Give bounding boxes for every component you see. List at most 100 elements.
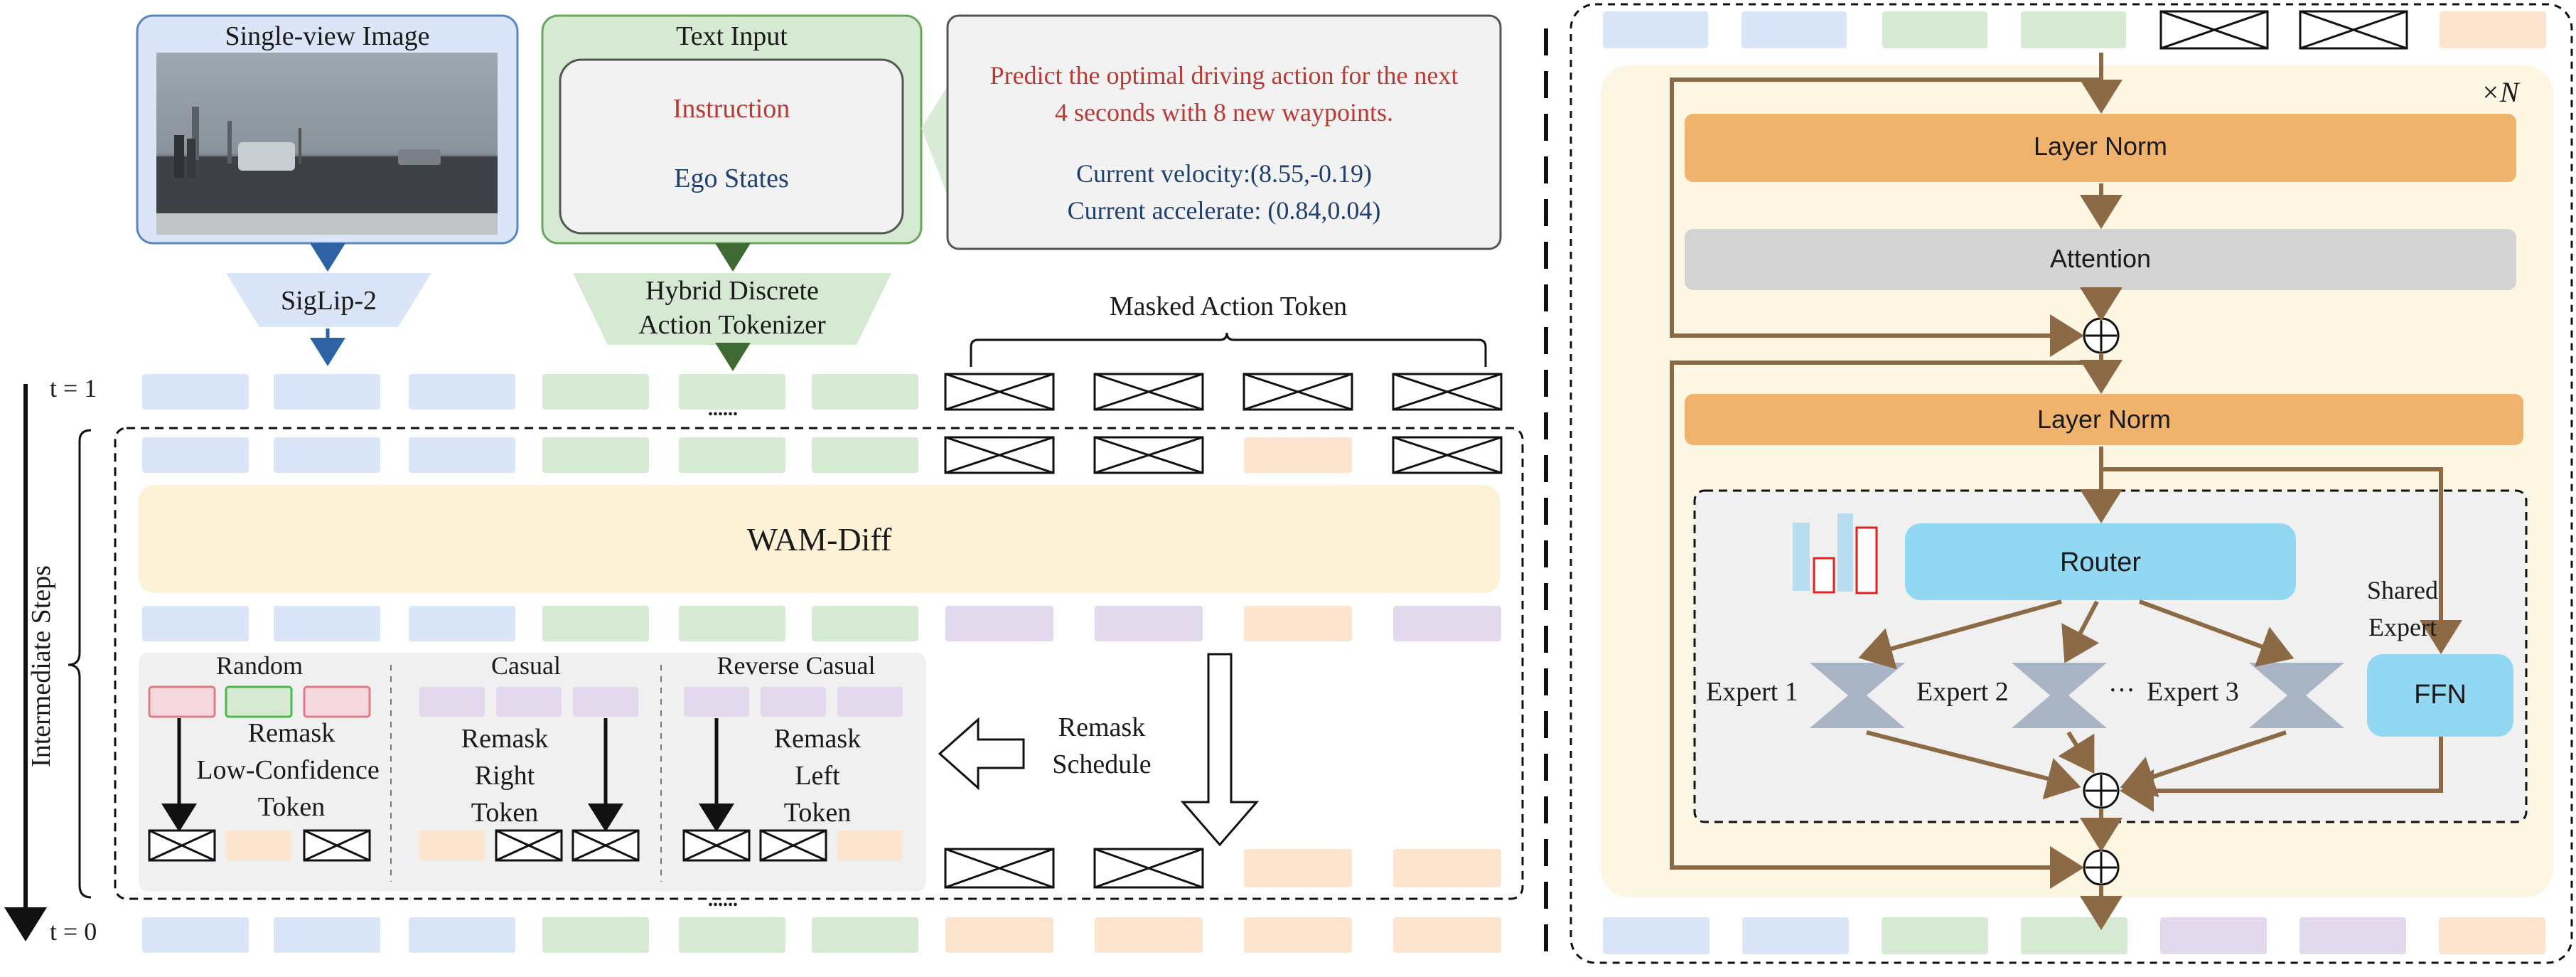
reverse-bottom-token <box>759 829 827 862</box>
text-input-title: Text Input <box>676 21 788 51</box>
dots-bottom: ...... <box>708 889 738 911</box>
token-row-predicted-token <box>812 606 918 641</box>
token-row-step-action-token <box>1392 436 1503 474</box>
tokenizer-label-line2: Action Tokenizer <box>638 310 826 340</box>
right-output-token <box>2439 917 2545 954</box>
layer-norm-1-label: Layer Norm <box>2033 132 2168 161</box>
casual-bottom-token <box>495 829 563 862</box>
strategy-reverse-line2: Left <box>795 761 840 791</box>
random-bottom-token <box>226 831 291 860</box>
expert-2-label: Expert 2 <box>1916 677 2009 707</box>
attention-block <box>1685 229 2516 290</box>
wam-diff-bar <box>139 485 1500 593</box>
repeat-n-label: ×N <box>2481 76 2519 108</box>
masked-action-token-label: Masked Action Token <box>1109 292 1348 321</box>
expert-ellipsis: ··· <box>2108 676 2135 705</box>
token-row-step-action-token <box>1093 436 1204 474</box>
token-row-t1-token <box>409 374 515 410</box>
shared-expert-line1: Shared <box>2367 576 2438 604</box>
tokenizer-label-line1: Hybrid Discrete <box>645 276 819 306</box>
t0-label: t = 0 <box>50 917 97 946</box>
expert-3-label: Expert 3 <box>2147 677 2239 707</box>
casual-top-token <box>496 687 562 717</box>
token-row-step-token <box>142 437 249 473</box>
callout-accelerate: Current accelerate: (0.84,0.04) <box>1067 196 1381 225</box>
instruction-label: Instruction <box>672 94 790 124</box>
token-row-t1-token <box>142 374 249 410</box>
callout-prompt-line2: 4 seconds with 8 new waypoints. <box>1055 98 1393 127</box>
text-input-inner <box>559 58 904 235</box>
right-input-token <box>1882 11 1987 48</box>
wam-diff-label: WAM-Diff <box>746 521 892 557</box>
token-row-t1-action-token <box>1093 373 1204 411</box>
token-row-t0-token <box>812 917 918 953</box>
right-output-token <box>1742 917 1849 954</box>
router-block <box>1905 523 2296 600</box>
right-input-token <box>1742 11 1847 48</box>
token-row-predicted-token <box>142 606 249 641</box>
attention-label: Attention <box>2049 244 2152 273</box>
dots-top: ...... <box>708 398 738 420</box>
token-row-remasked-action-token <box>1244 849 1352 887</box>
right-output-token <box>1603 917 1710 954</box>
masked-action-brace <box>970 332 1487 367</box>
reverse-bottom-token <box>837 831 903 860</box>
token-row-t0-action-token <box>1393 917 1501 953</box>
strategy-casual-line1: Remask <box>461 724 549 754</box>
reverse-bottom-token <box>682 829 751 862</box>
right-output-token <box>1882 917 1988 954</box>
token-row-step-token <box>542 437 649 473</box>
token-row-step-action-token <box>944 436 1055 474</box>
token-row-t0-action-token <box>1244 917 1352 953</box>
strategy-casual-line3: Token <box>471 798 539 828</box>
residual-add-1 <box>2083 317 2120 354</box>
right-outer-frame <box>1569 3 2573 964</box>
reverse-top-token <box>761 687 826 717</box>
token-row-t1-token <box>542 374 649 410</box>
casual-top-token <box>573 687 638 717</box>
token-row-t0-token <box>679 917 785 953</box>
token-row-predicted-action-token <box>1393 606 1501 641</box>
reverse-top-token <box>837 687 903 717</box>
token-row-t1-token <box>679 374 785 410</box>
hollow-down-arrow <box>1180 653 1260 847</box>
layer-norm-2-label: Layer Norm <box>2036 405 2172 434</box>
intermediate-region <box>114 427 1524 900</box>
strategy-reverse-title: Reverse Casual <box>717 651 876 680</box>
right-input-masked-token <box>2159 10 2269 50</box>
strategy-casual-line2: Right <box>474 761 535 791</box>
token-row-step-token <box>409 437 515 473</box>
token-row-predicted-action-token <box>1244 606 1352 641</box>
token-row-predicted-action-token <box>1095 606 1203 641</box>
token-row-t0-token <box>542 917 649 953</box>
steps-brace <box>68 429 92 899</box>
token-row-t0-action-token <box>945 917 1053 953</box>
router-label: Router <box>2059 548 2142 577</box>
right-output-token <box>2021 917 2127 954</box>
token-row-remasked-action-token <box>1393 849 1501 887</box>
router-bar-icon <box>1793 513 1878 594</box>
token-row-t0-token <box>274 917 380 953</box>
token-row-step-action-token <box>1244 437 1352 473</box>
t1-label: t = 1 <box>50 374 97 402</box>
token-row-predicted-token <box>542 606 649 641</box>
transformer-flow-arrows <box>1670 53 2462 930</box>
intermediate-steps-label: Intermediate Steps <box>26 565 56 767</box>
image-box-title: Single-view Image <box>225 21 430 51</box>
right-input-token <box>2021 11 2126 48</box>
random-bottom-token <box>303 829 371 862</box>
dashcam-photo <box>156 53 498 235</box>
token-row-predicted-action-token <box>945 606 1053 641</box>
token-row-step-token <box>679 437 785 473</box>
token-row-t0-action-token <box>1095 917 1203 953</box>
strategy-random-line2: Low-Confidence <box>196 755 380 785</box>
ffn-block <box>2367 654 2513 737</box>
ego-states-label: Ego States <box>674 164 789 193</box>
token-row-t1-token <box>812 374 918 410</box>
right-input-token <box>1603 11 1708 48</box>
expert-add <box>2083 772 2120 809</box>
callout-box <box>946 14 1502 250</box>
callout-prompt-line1: Predict the optimal driving action for t… <box>989 61 1459 90</box>
